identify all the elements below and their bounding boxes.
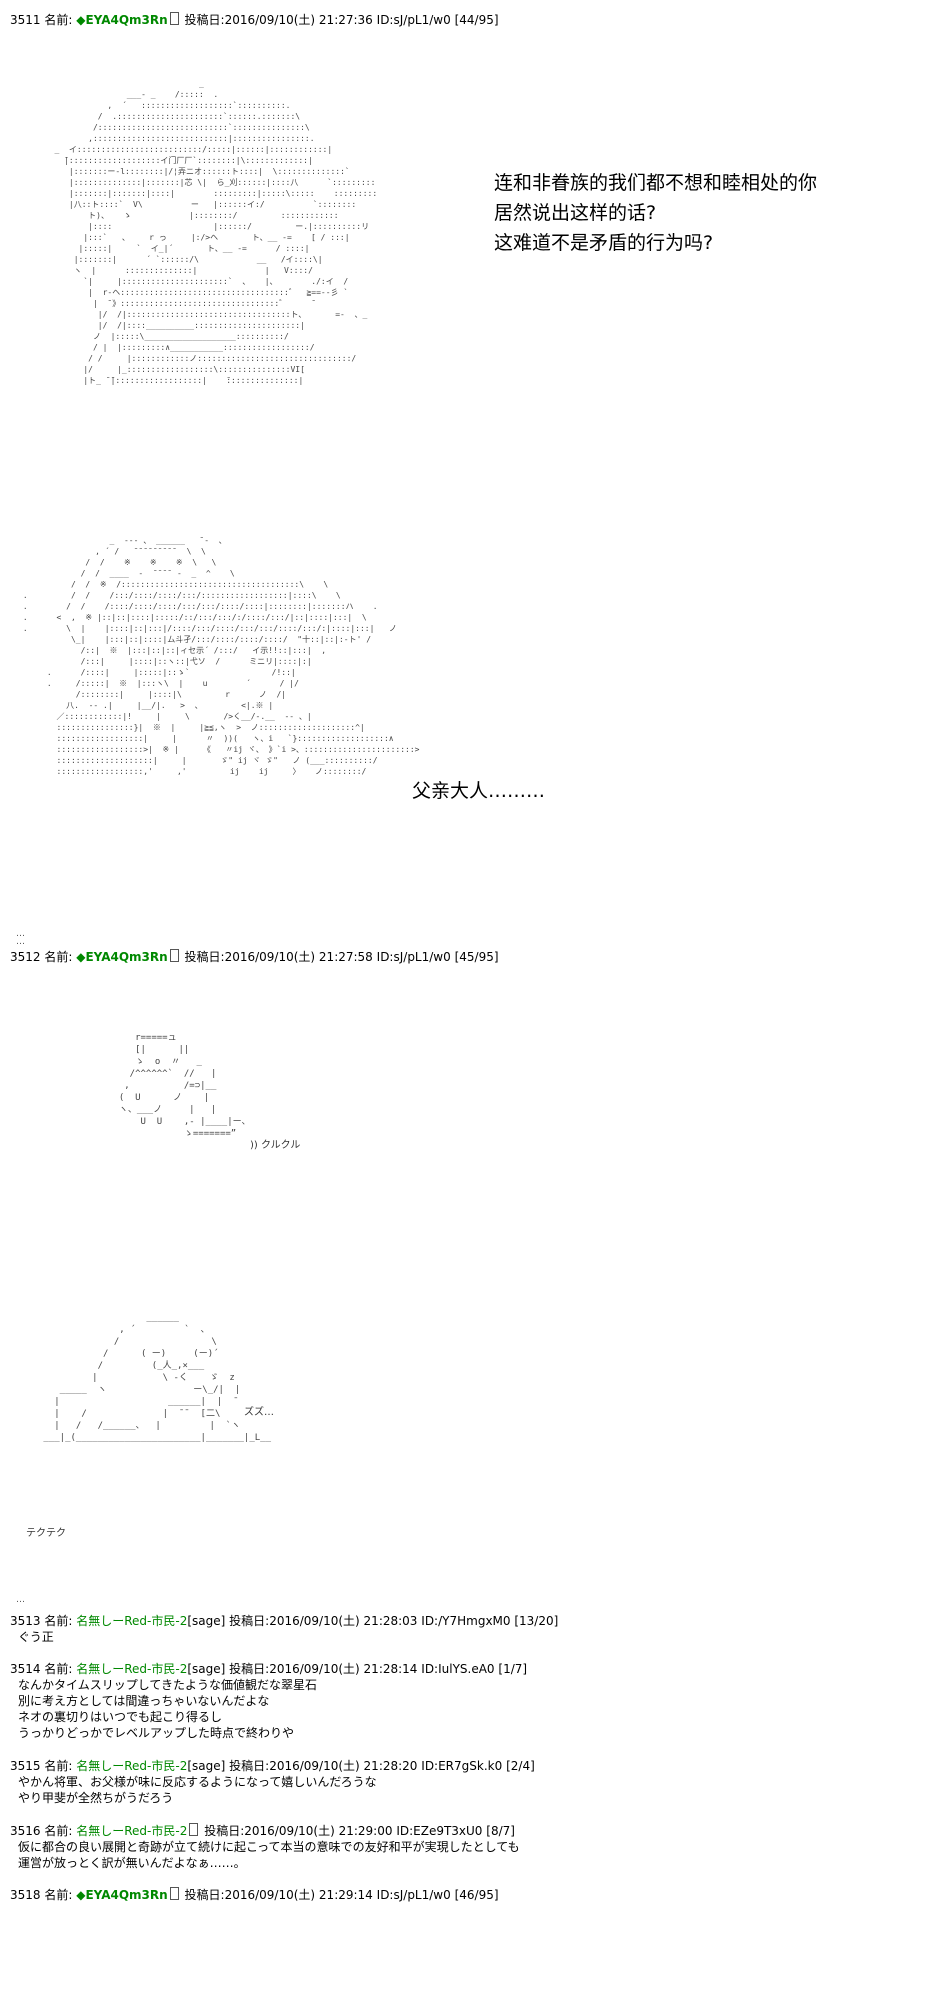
poster-name: 名無しーRed-市民-2 <box>76 1759 188 1773</box>
poster-name: ◆EYA4Qm3Rn <box>76 950 168 964</box>
posted-label: 投稿日: <box>184 1888 225 1902</box>
unknown-glyph-icon <box>169 1887 179 1900</box>
sage-tag: [sage] <box>187 1662 226 1676</box>
post-count: [2/4] <box>506 1759 535 1773</box>
poster-id[interactable]: ID:sJ/pL1/w0 <box>376 950 451 964</box>
posted-label: 投稿日: <box>204 1824 245 1838</box>
posted-label: 投稿日: <box>229 1662 270 1676</box>
post-header-3514: 3514 名前: 名無しーRed-市民-2[sage] 投稿日:2016/09/… <box>10 1661 527 1677</box>
poster-id[interactable]: ID:IulYS.eA0 <box>421 1662 495 1676</box>
name-label: 名前: <box>44 13 73 27</box>
post-header-3515: 3515 名前: 名無しーRed-市民-2[sage] 投稿日:2016/09/… <box>10 1758 535 1774</box>
post-count: [46/95] <box>454 1888 499 1902</box>
name-label: 名前: <box>44 1662 73 1676</box>
poster-name: ◆EYA4Qm3Rn <box>76 1888 168 1902</box>
post-number[interactable]: 3515 <box>10 1759 41 1773</box>
poster-id[interactable]: ID:ER7gSk.k0 <box>421 1759 503 1773</box>
post-number[interactable]: 3518 <box>10 1888 41 1902</box>
ascii-art-kettle: r=====ュ [| || ゝ o 〃 _ /^^^^^^` // | , /=… <box>118 1033 251 1139</box>
ascii-art-sipping: ______ , ´ ` 、 / \ / ( ー) (ー)´ / (_人_,×_… <box>43 1313 271 1443</box>
sage-tag: [sage] <box>187 1759 226 1773</box>
name-label: 名前: <box>44 1824 73 1838</box>
post-number[interactable]: 3512 <box>10 950 41 964</box>
name-label: 名前: <box>44 950 73 964</box>
unknown-glyph-icon <box>169 12 179 25</box>
poster-id[interactable]: ID:EZe9T3xU0 <box>396 1824 483 1838</box>
posted-label: 投稿日: <box>229 1614 270 1628</box>
unknown-glyph-icon <box>169 949 179 962</box>
post-header-3512: 3512 名前: ◆EYA4Qm3Rn 投稿日:2016/09/10(土) 21… <box>10 949 499 965</box>
poster-name: 名無しーRed-市民-2 <box>76 1662 188 1676</box>
posted-label: 投稿日: <box>184 950 225 964</box>
post-header-3516: 3516 名前: 名無しーRed-市民-2 投稿日:2016/09/10(土) … <box>10 1823 515 1839</box>
post-number[interactable]: 3513 <box>10 1614 41 1628</box>
post-count: [1/7] <box>498 1662 528 1676</box>
post-body-3515: やかん将軍、お父様が味に反応するようになって嬉しいんだろうな やり甲斐が全然ちが… <box>18 1775 377 1805</box>
post-datetime: 2016/09/10(土) 21:27:36 <box>224 13 373 27</box>
ascii-art-character-2: _ --- 、 ______ ̄ - 、 , ´ / ̄ ̄ ̄ ̄ ̄ ̄ ̄… <box>22 536 420 776</box>
sfx-zuzu: ズズ… <box>244 1407 274 1418</box>
post-body-3514: なんかタイムスリップしてきたような価値観だな翠星石 別に考え方としては間違っちゃ… <box>18 1678 318 1740</box>
post-datetime: 2016/09/10(土) 21:28:20 <box>269 1759 418 1773</box>
posted-label: 投稿日: <box>184 13 225 27</box>
post-count: [44/95] <box>454 13 499 27</box>
post-datetime: 2016/09/10(土) 21:27:58 <box>224 950 373 964</box>
sfx-tekuteku: テクテク <box>26 1528 66 1539</box>
unknown-glyph-icon <box>189 1823 199 1836</box>
poster-name: ◆EYA4Qm3Rn <box>76 13 168 27</box>
poster-id[interactable]: ID:/Y7HmgxM0 <box>421 1614 511 1628</box>
post-count: [13/20] <box>514 1614 559 1628</box>
post-header-3518: 3518 名前: ◆EYA4Qm3Rn 投稿日:2016/09/10(土) 21… <box>10 1887 499 1903</box>
poster-id[interactable]: ID:sJ/pL1/w0 <box>376 1888 451 1902</box>
post-header-3513: 3513 名前: 名無しーRed-市民-2[sage] 投稿日:2016/09/… <box>10 1613 558 1629</box>
poster-name: 名無しーRed-市民-2 <box>76 1824 188 1838</box>
post-count: [8/7] <box>486 1824 515 1838</box>
separator-dots: … <box>16 1595 25 1605</box>
post-datetime: 2016/09/10(土) 21:28:03 <box>269 1614 418 1628</box>
post-datetime: 2016/09/10(土) 21:28:14 <box>269 1662 418 1676</box>
name-label: 名前: <box>44 1614 73 1628</box>
speech-text-1: 连和非眷族的我们都不想和睦相处的你 居然说出这样的话? 这难道不是矛盾的行为吗? <box>494 172 818 254</box>
poster-name: 名無しーRed-市民-2 <box>76 1614 188 1628</box>
ascii-art-character-1: _ ___- _ /::::: . , ´ ::::::::::::::::::… <box>54 79 378 385</box>
poster-id[interactable]: ID:sJ/pL1/w0 <box>376 13 451 27</box>
separator-dots: …… <box>16 929 25 947</box>
speech-text-2: 父亲大人……… <box>412 780 546 802</box>
posted-label: 投稿日: <box>229 1759 270 1773</box>
post-number[interactable]: 3514 <box>10 1662 41 1676</box>
post-number[interactable]: 3511 <box>10 13 41 27</box>
post-header-3511: 3511 名前: ◆EYA4Qm3Rn 投稿日:2016/09/10(土) 21… <box>10 12 499 28</box>
post-datetime: 2016/09/10(土) 21:29:00 <box>244 1824 393 1838</box>
sage-tag: [sage] <box>187 1614 226 1628</box>
name-label: 名前: <box>44 1759 73 1773</box>
name-label: 名前: <box>44 1888 73 1902</box>
post-datetime: 2016/09/10(土) 21:29:14 <box>224 1888 373 1902</box>
post-number[interactable]: 3516 <box>10 1824 41 1838</box>
post-count: [45/95] <box>454 950 499 964</box>
post-body-3516: 仮に都合の良い展開と奇跡が立て続けに起こって本当の意味での友好和平が実現したとし… <box>18 1840 520 1870</box>
post-body-3513: ぐう正 <box>18 1630 54 1644</box>
sfx-kurukuru: )) クルクル <box>250 1140 301 1151</box>
